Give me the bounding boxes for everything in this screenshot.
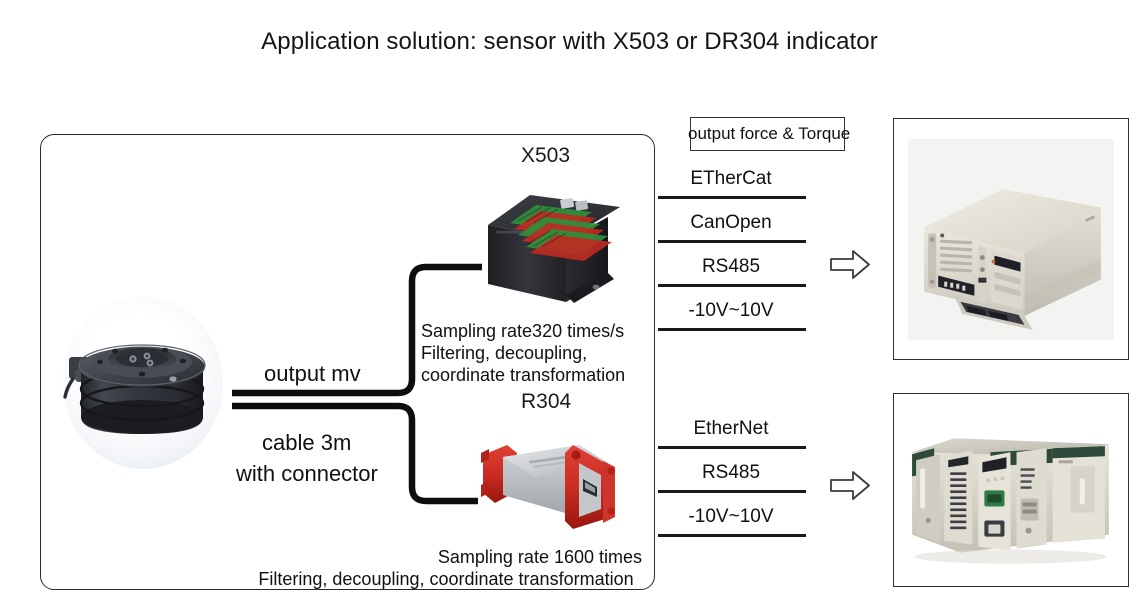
protocol-item: -10V~10V (655, 300, 807, 344)
industrial-pc-frame (893, 118, 1129, 360)
x503-spec-line-1: Sampling rate320 times/s (421, 321, 625, 341)
sensor-mounting-holes (97, 347, 187, 377)
protocol-item: CanOpen (655, 212, 807, 256)
r304-caption: R304 (521, 390, 572, 413)
protocol-item: EtherNet (655, 418, 807, 462)
protocol-label: RS485 (701, 462, 761, 483)
page-title: Application solution: sensor with X503 o… (261, 28, 878, 55)
protocol-underline (658, 240, 806, 243)
sensor-illustration (63, 344, 206, 434)
sensor-center-bolts (129, 352, 154, 367)
protocol-label: -10V~10V (688, 300, 774, 321)
protocol-underline (658, 196, 806, 199)
protocol-underline (658, 534, 806, 537)
protocol-underline (658, 328, 806, 331)
r304-connector-port (583, 479, 597, 497)
cable-length-label: cable 3m (262, 430, 352, 455)
flow-arrow-right-icon (830, 250, 870, 279)
protocol-item: ETherCat (655, 168, 807, 212)
protocol-label: EtherNet (693, 418, 769, 439)
output-force-torque-box (690, 117, 845, 151)
r304-protocol-list: EtherNet RS485 -10V~10V (655, 418, 807, 550)
protocol-item: RS485 (655, 462, 807, 506)
x503-spec-line-3: coordinate transformation (421, 365, 626, 385)
protocol-label: CanOpen (690, 212, 772, 233)
output-force-torque-label: output force & Torque (688, 124, 851, 143)
plc-rack-photo (894, 394, 1128, 586)
protocol-underline (658, 284, 806, 287)
x503-caption: X503 (521, 144, 571, 167)
x503-protocol-list: ETherCat CanOpen RS485 -10V~10V (655, 168, 807, 344)
x503-ports (560, 198, 589, 211)
flow-arrow-right-icon (830, 471, 870, 500)
protocol-label: -10V~10V (688, 506, 774, 527)
plc-rack-frame (893, 393, 1129, 587)
protocol-underline (658, 446, 806, 449)
x503-indicator-photo (488, 195, 620, 303)
protocol-label: ETherCat (690, 168, 772, 189)
protocol-item: -10V~10V (655, 506, 807, 550)
x503-spec-line-2: Filtering, decoupling, (421, 343, 588, 363)
r304-spec-line-1: Sampling rate 1600 times (437, 547, 642, 567)
cable-connector-label: with connector (236, 461, 378, 486)
output-mv-label: output mv (264, 361, 361, 386)
protocol-underline (658, 490, 806, 493)
protocol-item: RS485 (655, 256, 807, 300)
x503-spec-text: Sampling rate320 times/s Filtering, deco… (421, 320, 625, 386)
r304-indicator-photo (481, 445, 615, 529)
r304-spec-line-2: Filtering, decoupling, coordinate transf… (258, 569, 634, 589)
r304-spec-text: Sampling rate 1600 times Filtering, deco… (246, 546, 646, 590)
protocol-label: RS485 (701, 256, 761, 277)
force-torque-sensor-image (55, 295, 230, 475)
industrial-pc-photo (894, 119, 1128, 359)
